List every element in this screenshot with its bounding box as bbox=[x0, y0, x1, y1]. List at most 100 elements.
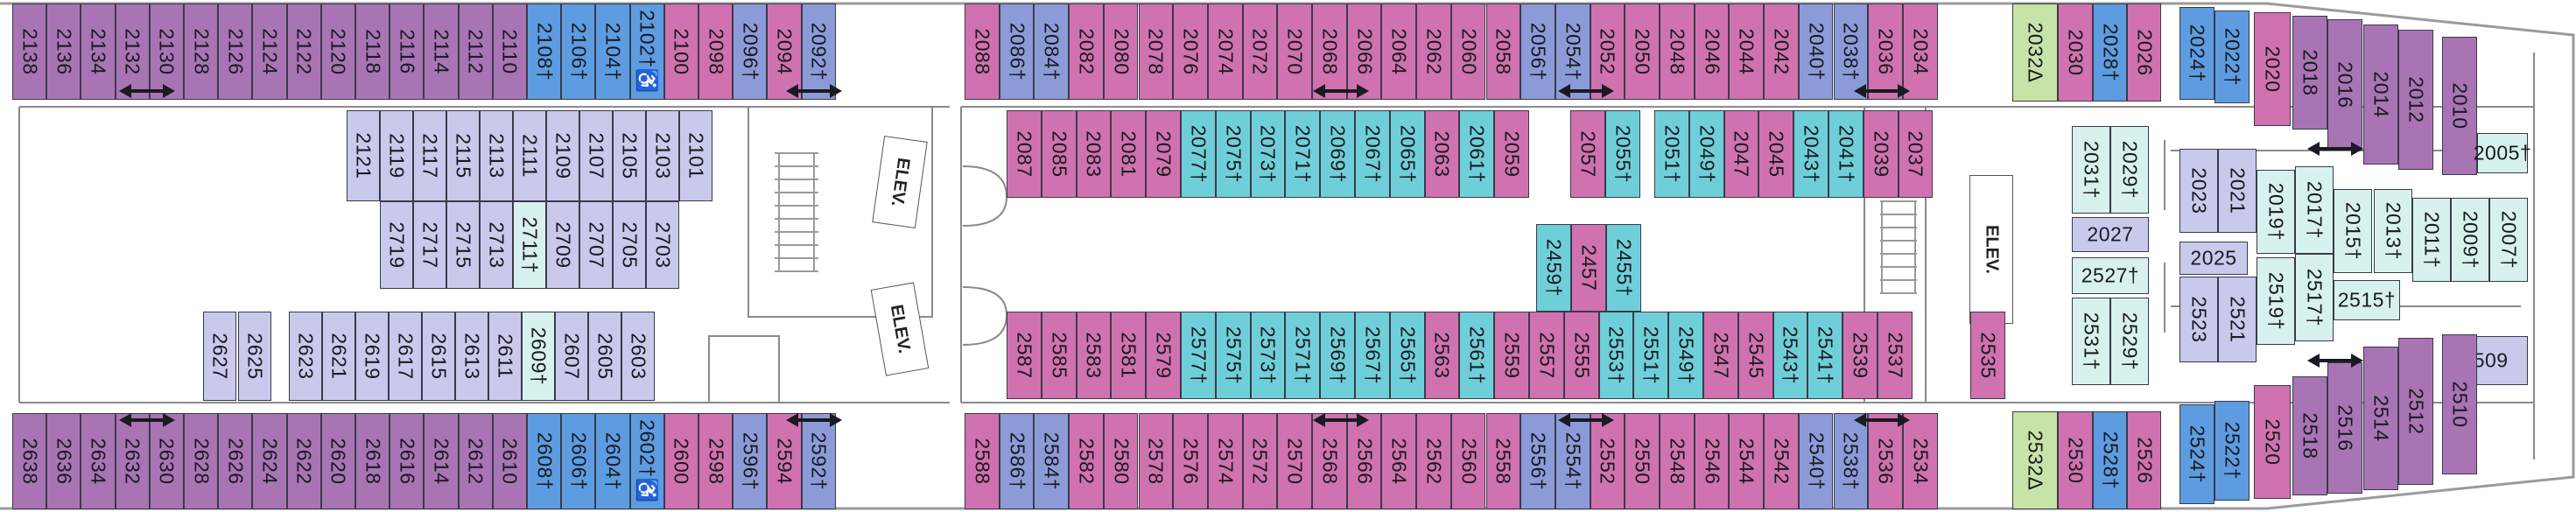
cabin-2122[interactable]: 2122 bbox=[286, 4, 321, 100]
cabin-2076[interactable]: 2076 bbox=[1173, 4, 1208, 100]
cabin-2514[interactable]: 2514 bbox=[2363, 347, 2398, 490]
cabin-2638[interactable]: 2638 bbox=[12, 413, 47, 509]
cabin-2036[interactable]: 2036 bbox=[1868, 4, 1903, 100]
cabin-2019[interactable]: 2019† bbox=[2257, 170, 2295, 254]
cabin-2015[interactable]: 2015† bbox=[2334, 189, 2372, 273]
cabin-2120[interactable]: 2120 bbox=[320, 4, 355, 100]
cabin-2138[interactable]: 2138 bbox=[12, 4, 47, 100]
cabin-2717[interactable]: 2717 bbox=[413, 201, 446, 289]
cabin-2100[interactable]: 2100 bbox=[663, 4, 698, 100]
cabin-2578[interactable]: 2578 bbox=[1138, 413, 1174, 509]
cabin-2556[interactable]: 2556† bbox=[1520, 413, 1555, 509]
cabin-2078[interactable]: 2078 bbox=[1138, 4, 1174, 100]
cabin-2627[interactable]: 2627 bbox=[203, 312, 236, 401]
cabin-2012[interactable]: 2012 bbox=[2398, 30, 2433, 170]
cabin-2028[interactable]: 2028† bbox=[2093, 4, 2127, 102]
cabin-2110[interactable]: 2110 bbox=[492, 4, 527, 100]
cabin-2567[interactable]: 2567† bbox=[1355, 312, 1390, 399]
cabin-2060[interactable]: 2060 bbox=[1450, 4, 1486, 100]
cabin-2018[interactable]: 2018 bbox=[2292, 16, 2327, 130]
cabin-2051[interactable]: 2051† bbox=[1654, 110, 1689, 198]
cabin-2549[interactable]: 2549† bbox=[1668, 312, 1703, 399]
cabin-2715[interactable]: 2715 bbox=[446, 201, 480, 289]
cabin-2553[interactable]: 2553† bbox=[1598, 312, 1634, 399]
cabin-2040[interactable]: 2040† bbox=[1798, 4, 1834, 100]
cabin-2608[interactable]: 2608† bbox=[527, 413, 562, 509]
cabin-2108[interactable]: 2108† bbox=[527, 4, 562, 100]
cabin-2037[interactable]: 2037 bbox=[1898, 110, 1934, 198]
cabin-2596[interactable]: 2596† bbox=[733, 413, 768, 509]
cabin-2510[interactable]: 2510 bbox=[2442, 334, 2477, 474]
cabin-2529[interactable]: 2529† bbox=[2110, 298, 2149, 385]
cabin-2048[interactable]: 2048 bbox=[1660, 4, 1695, 100]
cabin-2566[interactable]: 2566 bbox=[1346, 413, 1382, 509]
cabin-2072[interactable]: 2072 bbox=[1242, 4, 1278, 100]
cabin-2703[interactable]: 2703 bbox=[646, 201, 679, 289]
cabin-2531[interactable]: 2531† bbox=[2072, 298, 2110, 385]
cabin-2560[interactable]: 2560 bbox=[1450, 413, 1486, 509]
cabin-2598[interactable]: 2598 bbox=[698, 413, 733, 509]
cabin-2111[interactable]: 2111 bbox=[513, 110, 546, 201]
cabin-2594[interactable]: 2594 bbox=[767, 413, 802, 509]
cabin-2073[interactable]: 2073† bbox=[1250, 110, 1286, 198]
cabin-2020[interactable]: 2020 bbox=[2254, 12, 2291, 126]
cabin-2013[interactable]: 2013† bbox=[2374, 189, 2412, 273]
cabin-2022[interactable]: 2022† bbox=[2215, 11, 2250, 103]
cabin-2538[interactable]: 2538† bbox=[1833, 413, 1869, 509]
cabin-2713[interactable]: 2713 bbox=[480, 201, 513, 289]
cabin-2619[interactable]: 2619 bbox=[355, 312, 389, 401]
cabin-2516[interactable]: 2516 bbox=[2327, 362, 2362, 494]
cabin-2572[interactable]: 2572 bbox=[1242, 413, 1278, 509]
cabin-2011[interactable]: 2011† bbox=[2412, 198, 2451, 282]
cabin-2636[interactable]: 2636 bbox=[46, 413, 81, 509]
cabin-2057[interactable]: 2057 bbox=[1570, 110, 1605, 198]
cabin-2586[interactable]: 2586† bbox=[999, 413, 1035, 509]
cabin-2544[interactable]: 2544 bbox=[1729, 413, 1765, 509]
cabin-2084[interactable]: 2084† bbox=[1034, 4, 1070, 100]
cabin-2606[interactable]: 2606† bbox=[561, 413, 596, 509]
cabin-2588[interactable]: 2588 bbox=[965, 413, 1000, 509]
cabin-2087[interactable]: 2087 bbox=[1007, 110, 1042, 198]
cabin-2605[interactable]: 2605 bbox=[588, 312, 621, 401]
cabin-2617[interactable]: 2617 bbox=[389, 312, 422, 401]
cabin-2559[interactable]: 2559 bbox=[1494, 312, 1529, 399]
cabin-2130[interactable]: 2130 bbox=[149, 4, 184, 100]
cabin-2459[interactable]: 2459† bbox=[1536, 224, 1571, 312]
cabin-2085[interactable]: 2085 bbox=[1041, 110, 1077, 198]
cabin-2561[interactable]: 2561† bbox=[1459, 312, 1495, 399]
cabin-2542[interactable]: 2542 bbox=[1764, 413, 1799, 509]
cabin-2094[interactable]: 2094 bbox=[767, 4, 802, 100]
cabin-2577[interactable]: 2577† bbox=[1181, 312, 1216, 399]
cabin-2626[interactable]: 2626 bbox=[218, 413, 253, 509]
cabin-2551[interactable]: 2551† bbox=[1633, 312, 1669, 399]
cabin-2520[interactable]: 2520 bbox=[2254, 385, 2291, 499]
cabin-2092[interactable]: 2092† bbox=[801, 4, 836, 100]
cabin-2083[interactable]: 2083 bbox=[1076, 110, 1112, 198]
cabin-2039[interactable]: 2039 bbox=[1863, 110, 1899, 198]
cabin-2069[interactable]: 2069† bbox=[1320, 110, 1355, 198]
cabin-2611[interactable]: 2611 bbox=[488, 312, 522, 401]
cabin-2054[interactable]: 2054† bbox=[1555, 4, 1590, 100]
cabin-2621[interactable]: 2621 bbox=[322, 312, 355, 401]
cabin-2075[interactable]: 2075† bbox=[1215, 110, 1251, 198]
cabin-2106[interactable]: 2106† bbox=[561, 4, 596, 100]
cabin-2517[interactable]: 2517† bbox=[2295, 254, 2334, 341]
cabin-2068[interactable]: 2068 bbox=[1312, 4, 1347, 100]
cabin-2711[interactable]: 2711† bbox=[513, 201, 546, 289]
cabin-2016[interactable]: 2016 bbox=[2327, 19, 2362, 151]
cabin-2550[interactable]: 2550 bbox=[1625, 413, 1660, 509]
cabin-2059[interactable]: 2059 bbox=[1494, 110, 1529, 198]
cabin-2609[interactable]: 2609† bbox=[522, 312, 555, 401]
cabin-2592[interactable]: 2592† bbox=[801, 413, 836, 509]
cabin-2618[interactable]: 2618 bbox=[355, 413, 390, 509]
cabin-2581[interactable]: 2581 bbox=[1111, 312, 1147, 399]
cabin-2600[interactable]: 2600 bbox=[663, 413, 698, 509]
cabin-2056[interactable]: 2056† bbox=[1520, 4, 1555, 100]
cabin-2005[interactable]: 2005† bbox=[2474, 133, 2531, 173]
cabin-2537[interactable]: 2537 bbox=[1878, 312, 1913, 399]
cabin-2009[interactable]: 2009† bbox=[2451, 198, 2489, 282]
cabin-2614[interactable]: 2614 bbox=[424, 413, 459, 509]
cabin-2610[interactable]: 2610 bbox=[492, 413, 527, 509]
cabin-2070[interactable]: 2070 bbox=[1277, 4, 1312, 100]
cabin-2079[interactable]: 2079 bbox=[1146, 110, 1181, 198]
